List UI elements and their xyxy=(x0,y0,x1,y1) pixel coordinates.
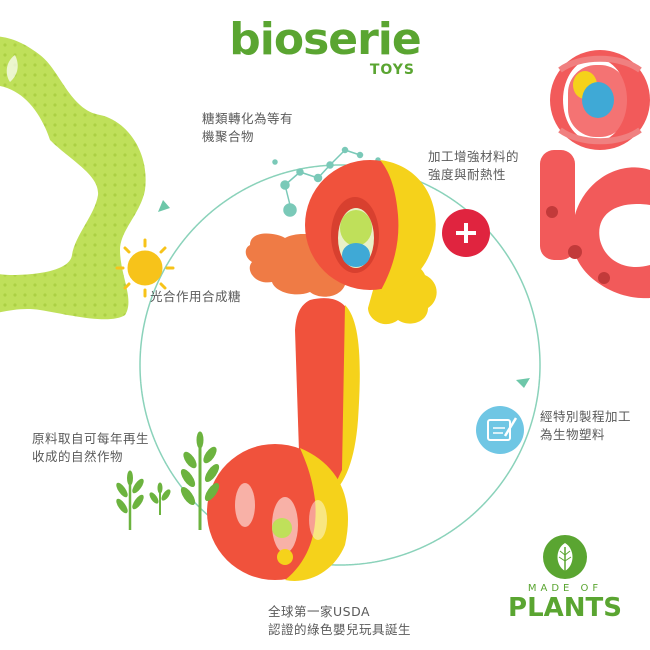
label-raw-material: 原料取自可每年再生 收成的自然作物 xyxy=(32,430,149,466)
brand-name: bioserie xyxy=(229,14,421,65)
dumbbell-rattle xyxy=(207,160,437,581)
sun-icon xyxy=(115,238,175,298)
tablet-pen-icon xyxy=(476,406,524,454)
label-line: 認證的綠色嬰兒玩具誕生 xyxy=(268,622,412,637)
cycle-ring xyxy=(139,164,541,566)
ring-rattle xyxy=(540,50,650,299)
label-sugar: 糖類轉化為等有 機聚合物 xyxy=(202,110,293,146)
made-of-plants-badge: MADE OF PLANTS xyxy=(505,535,625,635)
label-line: 強度與耐熱性 xyxy=(428,167,507,182)
made-of-text: MADE OF xyxy=(527,583,603,594)
label-photosynthesis: 光合作用合成糖 xyxy=(150,288,241,306)
label-line: 加工增強材料的 xyxy=(428,149,520,164)
sprout-icon xyxy=(116,431,220,530)
label-line: 光合作用合成糖 xyxy=(150,289,242,304)
label-line: 收成的自然作物 xyxy=(32,449,124,464)
label-line: 糖類轉化為等有 xyxy=(202,111,294,126)
label-line: 全球第一家USDA xyxy=(268,604,371,619)
label-line: 原料取自可每年再生 xyxy=(32,431,150,446)
star-teether xyxy=(0,36,146,320)
label-line: 經特別製程加工 xyxy=(540,409,632,424)
brand-logo: bioserie TOYS xyxy=(215,16,435,86)
brand-sub: TOYS xyxy=(369,62,415,78)
label-usda: 全球第一家USDA 認證的綠色嬰兒玩具誕生 xyxy=(268,603,411,639)
label-special-process: 經特別製程加工 為生物塑料 xyxy=(540,408,631,444)
label-process: 加工增強材料的 強度與耐熱性 xyxy=(428,148,519,184)
label-line: 為生物塑料 xyxy=(540,427,606,442)
label-line: 機聚合物 xyxy=(202,129,255,144)
molecule-icon xyxy=(272,146,381,217)
leaf-icon xyxy=(543,535,587,579)
plus-icon xyxy=(442,209,490,257)
plants-text: PLANTS xyxy=(508,593,622,623)
